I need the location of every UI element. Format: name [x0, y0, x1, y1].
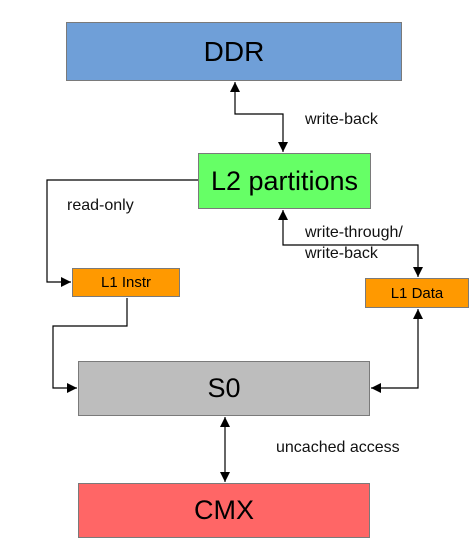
write-back-edge-label: write-back [305, 111, 378, 128]
s0-label: S0 [207, 373, 241, 403]
ddr-l2-connector [230, 82, 288, 152]
s0-node: S0 [78, 361, 370, 416]
l2-partitions-label: L2 partitions [210, 165, 359, 196]
l2-partitions-node: L2 partitions [198, 153, 371, 209]
cmx-label: CMX [194, 495, 254, 525]
l1-instr-s0-connector [52, 298, 128, 393]
l2-l1-data-connector [278, 210, 423, 277]
l1-data-node: L1 Data [365, 278, 469, 308]
l1-instr-label: L1 Instr [100, 274, 152, 291]
l1-instr-node: L1 Instr [72, 268, 180, 297]
l1-data-s0-connector [371, 309, 423, 393]
l1-data-label: L1 Data [390, 284, 444, 302]
cmx-node: CMX [78, 483, 370, 538]
l2-l1-instr-connector [46, 179, 198, 287]
write-through-line-1: write-through/ [305, 224, 403, 241]
read-only-edge-label: read-only [67, 197, 134, 214]
ddr-label: DDR [203, 35, 265, 67]
uncached-access-edge-label: uncached access [276, 439, 400, 456]
write-through-line-2: write-back [305, 245, 378, 262]
write-through-edge-label: write-through/ write-back [305, 222, 403, 264]
ddr-node: DDR [66, 22, 402, 81]
